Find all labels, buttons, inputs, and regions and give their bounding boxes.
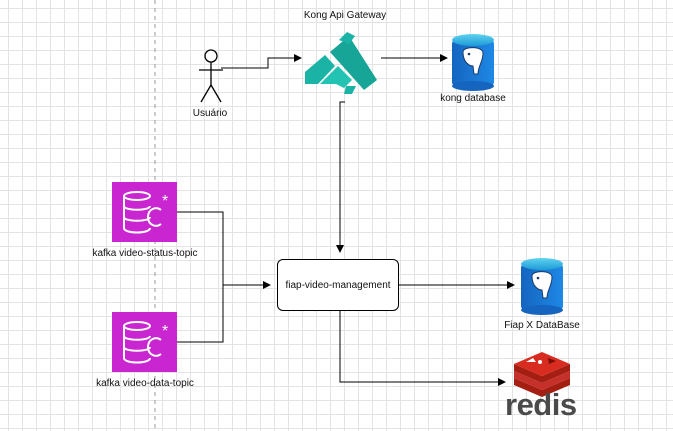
service-label: fiap-video-management bbox=[285, 279, 391, 291]
connector-gateway-to-service bbox=[336, 101, 345, 253]
connector-service-to-redis bbox=[339, 311, 506, 386]
svg-text:*: * bbox=[162, 323, 168, 340]
redis-wordmark: redis bbox=[505, 387, 577, 422]
kafka-status-topic-icon[interactable]: * bbox=[112, 182, 177, 242]
service-node[interactable]: fiap-video-management bbox=[277, 259, 399, 311]
kong-icon[interactable] bbox=[305, 32, 377, 94]
kong-db-label: kong database bbox=[440, 93, 506, 104]
connector-kafka-status-to-service bbox=[177, 211, 271, 289]
user-actor-icon[interactable] bbox=[199, 49, 223, 103]
app-db-postgresql-icon[interactable] bbox=[521, 258, 563, 315]
redis-icon[interactable] bbox=[514, 352, 570, 397]
connector-user-to-gateway bbox=[221, 54, 302, 69]
kafka-status-label: kafka video-status-topic bbox=[92, 248, 198, 259]
connector-kafka-data-to-service bbox=[177, 285, 224, 343]
postgresql-icon[interactable] bbox=[452, 34, 494, 91]
gateway-label: Kong Api Gateway bbox=[303, 10, 387, 21]
kafka-data-label: kafka video-data-topic bbox=[96, 378, 194, 389]
kafka-data-topic-icon[interactable]: * bbox=[112, 312, 177, 372]
svg-text:*: * bbox=[162, 193, 168, 210]
app-db-label: Fiap X DataBase bbox=[504, 320, 580, 331]
user-label: Usuário bbox=[192, 108, 228, 119]
